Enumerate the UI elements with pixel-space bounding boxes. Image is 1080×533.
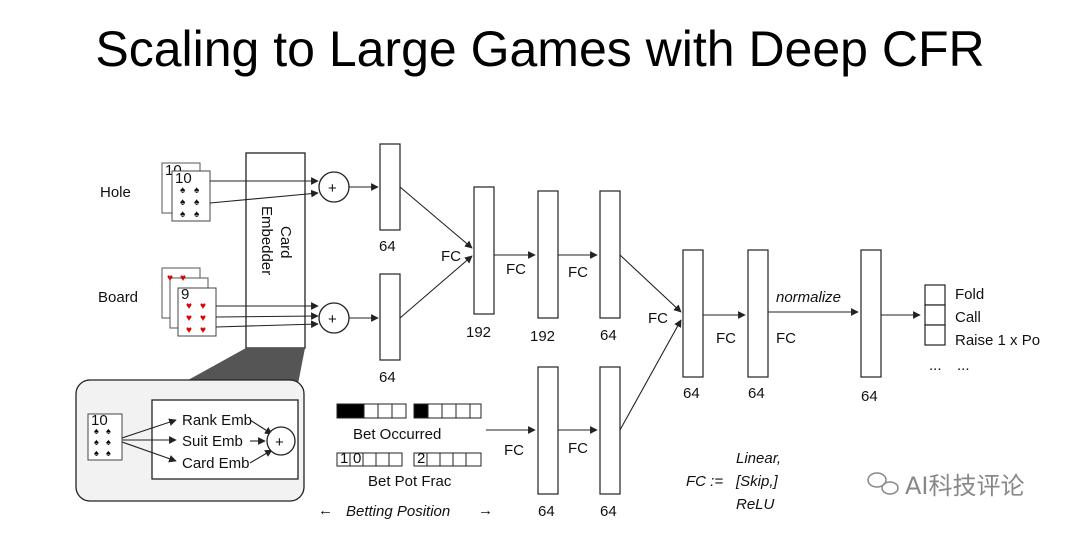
bet-pot-frac-vector-1: 1 0 <box>336 450 403 467</box>
watermark-text: AI科技评论 <box>905 472 1025 500</box>
bet-64-label-2: 64 <box>600 503 617 520</box>
heart-icon: ♥ <box>186 301 192 312</box>
action-ellipsis-2: ... <box>957 357 970 374</box>
heart-icon: ♥ <box>200 325 206 336</box>
card-192-label-2: 192 <box>530 328 555 345</box>
wechat-icon <box>867 472 899 495</box>
bet-pot-frac-label: Bet Pot Frac <box>368 473 452 490</box>
spade-icon: ♠ <box>106 448 111 458</box>
hole-cards: 10 10 ♠♠ ♠♠ ♠♠ <box>161 162 211 222</box>
pot-frac-cell-2: 0 <box>353 450 361 467</box>
spade-icon: ♠ <box>194 185 200 196</box>
action-call: Call <box>955 309 981 326</box>
board-label: Board <box>98 289 138 306</box>
combined-fc-64-layer-2 <box>747 249 769 378</box>
embedding-sum-node <box>266 426 296 456</box>
card-64-label: 64 <box>600 327 617 344</box>
hole-64-layer <box>379 143 401 231</box>
spade-icon: ♠ <box>106 426 111 436</box>
spade-icon: ♠ <box>106 437 111 447</box>
heart-icon: ♥ <box>186 325 192 336</box>
betting-position-label: Betting Position <box>346 503 450 520</box>
bet-64-label-1: 64 <box>538 503 555 520</box>
spade-icon: ♠ <box>180 197 186 208</box>
card-embedder-box <box>245 152 306 349</box>
pot-frac-cell-1: 1 <box>340 450 348 467</box>
card-emb-label: Card Emb <box>182 455 250 472</box>
left-arrow-icon: ← <box>318 502 333 519</box>
card-fc-64-layer <box>599 190 621 319</box>
heart-icon: ♥ <box>200 301 206 312</box>
fc-def-relu: ReLU <box>736 496 775 513</box>
page-title: Scaling to Large Games with Deep CFR <box>95 21 985 77</box>
combined-64-label-2: 64 <box>748 385 765 402</box>
combined-fc-64-layer-1 <box>682 249 704 378</box>
fc-label-5: FC <box>568 440 588 457</box>
bet-pot-frac-vector-2: 2 <box>413 450 482 467</box>
fc-def-linear: Linear, <box>736 450 781 467</box>
spade-icon: ♠ <box>194 197 200 208</box>
spade-icon: ♠ <box>180 209 186 220</box>
rank-emb-label: Rank Emb <box>182 412 252 429</box>
board-card-rank: 9 <box>181 286 189 303</box>
fc-label-2: FC <box>506 261 526 278</box>
card-fc-192-layer-1 <box>473 186 495 315</box>
action-output-list: Fold Call Raise 1 x Po ... ... <box>924 284 1040 374</box>
heart-icon: ♥ <box>186 313 192 324</box>
fc-label-1: FC <box>441 248 461 265</box>
action-raise: Raise 1 x Po <box>955 332 1040 349</box>
detail-card-rank: 10 <box>91 412 108 429</box>
spade-icon: ♠ <box>94 426 99 436</box>
normalize-64-layer <box>860 249 882 378</box>
normalize-label: normalize <box>776 289 841 306</box>
fc-definition: FC := Linear, [Skip,] ReLU <box>686 450 781 513</box>
spade-icon: ♠ <box>194 209 200 220</box>
bet-occurred-vector-2 <box>413 403 482 419</box>
board-64-label: 64 <box>379 369 396 386</box>
normalize-64-label: 64 <box>861 388 878 405</box>
bet-occurred-label: Bet Occurred <box>353 426 441 443</box>
right-arrow-icon: → <box>478 502 493 519</box>
combined-64-label-1: 64 <box>683 385 700 402</box>
hole-card-front-rank: 10 <box>175 170 192 187</box>
heart-icon: ♥ <box>180 273 186 284</box>
board-plus-label: + <box>328 311 337 328</box>
fc-label-6: FC <box>648 310 668 327</box>
board-cards: 9 ♥♥ ♥♥ ♥♥ ♥♥ <box>161 267 217 337</box>
embedding-plus-label: + <box>275 434 284 451</box>
spade-icon: ♠ <box>94 448 99 458</box>
spade-icon: ♠ <box>180 185 186 196</box>
suit-emb-label: Suit Emb <box>182 433 243 450</box>
card-fc-192-layer-2 <box>537 190 559 319</box>
fc-label-3: FC <box>568 264 588 281</box>
action-ellipsis-1: ... <box>929 357 942 374</box>
board-64-layer <box>379 273 401 361</box>
watermark: AI科技评论 <box>867 472 1025 500</box>
bet-fc-64-layer-2 <box>599 366 621 495</box>
fc-label-4: FC <box>504 442 524 459</box>
fc-label-7: FC <box>716 330 736 347</box>
heart-icon: ♥ <box>200 313 206 324</box>
fc-def-lhs: FC := <box>686 473 723 490</box>
detail-card: 10 ♠♠ ♠♠ ♠♠ <box>87 412 123 461</box>
hole-64-label: 64 <box>379 238 396 255</box>
hole-label: Hole <box>100 184 131 201</box>
card-192-label-1: 192 <box>466 324 491 341</box>
fc-label-8: FC <box>776 330 796 347</box>
card-embedder-label-1: Card <box>277 226 294 259</box>
pot-frac-cell-3: 2 <box>417 450 425 467</box>
fc-def-skip: [Skip,] <box>735 473 779 490</box>
bet-occurred-vector-1 <box>336 403 407 419</box>
hole-plus-label: + <box>328 180 337 197</box>
heart-icon: ♥ <box>167 273 173 284</box>
card-embedder-label-2: Embedder <box>258 206 275 275</box>
bet-fc-64-layer-1 <box>537 366 559 495</box>
spade-icon: ♠ <box>94 437 99 447</box>
action-fold: Fold <box>955 286 984 303</box>
